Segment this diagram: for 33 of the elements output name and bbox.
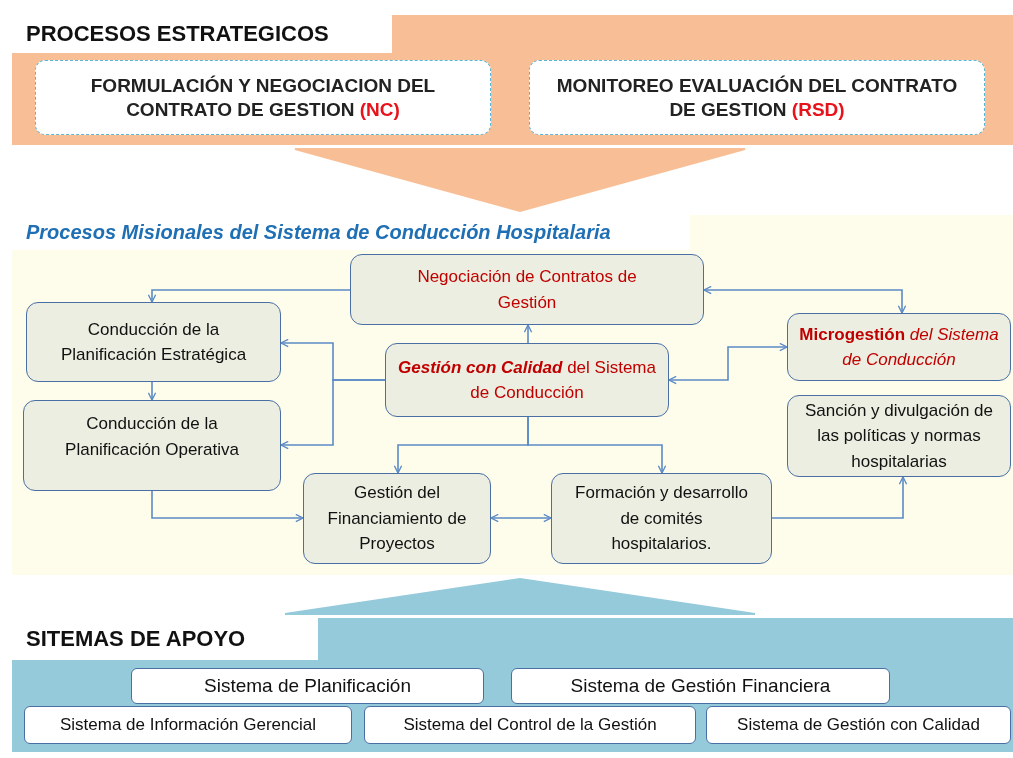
process-box: Gestión con Calidad del Sistema de Conducción — [385, 343, 669, 417]
system-box: Sistema del Control de la Gestión — [364, 706, 696, 744]
process-box: Conducción de la Planificación Estratégica — [26, 302, 281, 382]
arrow — [490, 513, 552, 523]
arrow — [527, 416, 667, 474]
arrow — [703, 285, 907, 314]
process-box: MONITOREO EVALUACIÓN DEL CONTRATO DE GESTION (RSD) — [529, 60, 985, 135]
process-box: FORMULACIÓN Y NEGOCIACION DEL CONTRATO DE GESTION (NC) — [35, 60, 491, 135]
process-box: Sanción y divulgación de las políticas y normas hospitalarias — [787, 395, 1011, 477]
process-band — [12, 215, 1013, 575]
system-box: Sistema de Gestión Financiera — [511, 668, 890, 704]
process-box: Microgestión del Sistema de Conducción — [787, 313, 1011, 381]
arrow — [151, 490, 304, 523]
arrow — [147, 289, 351, 303]
process-band — [12, 618, 1013, 752]
system-box: Sistema de Planificación — [131, 668, 484, 704]
arrow — [280, 379, 386, 450]
arrow — [668, 342, 788, 385]
band-heading: PROCESOS ESTRATEGICOS — [12, 15, 392, 53]
process-box: Negociación de Contratos de Gestión — [350, 254, 704, 325]
arrow — [523, 324, 533, 344]
band-heading: SITEMAS DE APOYO — [12, 618, 318, 660]
arrow — [771, 476, 908, 519]
process-box: Conducción de la Planificación Operativa — [23, 400, 281, 491]
arrow — [147, 381, 157, 401]
process-box: Gestión del Financiamiento de Proyectos — [303, 473, 491, 564]
block-arrow — [284, 578, 756, 615]
band-heading: Procesos Misionales del Sistema de Conducción Hospitalaria — [12, 215, 690, 250]
system-box: Sistema de Información Gerencial — [24, 706, 352, 744]
process-box: Formación y desarrollo de comités hospitalarios. — [551, 473, 772, 564]
process-band — [12, 15, 1013, 145]
system-box: Sistema de Gestión con Calidad — [706, 706, 1011, 744]
block-arrow — [294, 148, 746, 213]
